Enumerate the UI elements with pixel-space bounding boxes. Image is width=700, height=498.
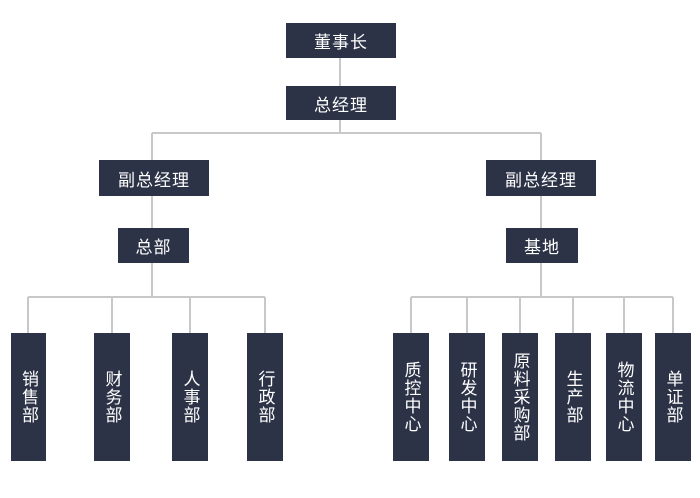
- node-headquarters-label: 总部: [135, 238, 172, 258]
- dept-base-1-label: 质控中心: [400, 361, 421, 433]
- dept-hq-4: 行政部: [247, 333, 283, 461]
- dept-base-1: 质控中心: [393, 333, 429, 461]
- dept-base-6: 单证部: [655, 333, 691, 461]
- node-deputy-right-label: 副总经理: [505, 170, 577, 191]
- dept-hq-2: 财务部: [94, 333, 130, 461]
- dept-base-3: 原料采购部: [502, 333, 538, 461]
- dept-base-5: 物流中心: [606, 333, 642, 461]
- node-deputy-left: 副总经理: [99, 160, 209, 196]
- node-general-manager: 总经理: [286, 86, 396, 120]
- dept-hq-2-label: 财务部: [101, 370, 122, 424]
- dept-base-5-label: 物流中心: [613, 361, 634, 433]
- dept-hq-1-label: 销售部: [18, 370, 38, 424]
- node-general-manager-label: 总经理: [314, 95, 368, 116]
- dept-hq-4-label: 行政部: [254, 370, 275, 424]
- dept-base-4-label: 生产部: [562, 370, 583, 424]
- dept-hq-1: 销售部: [11, 333, 46, 461]
- dept-base-2-label: 研发中心: [456, 361, 477, 433]
- node-chairman-label: 董事长: [314, 33, 368, 53]
- node-base: 基地: [506, 228, 578, 263]
- node-chairman: 董事长: [286, 23, 396, 58]
- node-deputy-left-label: 副总经理: [118, 170, 190, 191]
- dept-base-2: 研发中心: [449, 333, 485, 461]
- node-deputy-right: 副总经理: [486, 160, 596, 196]
- dept-base-4: 生产部: [555, 333, 591, 461]
- dept-base-6-label: 单证部: [662, 370, 683, 424]
- dept-hq-3: 人事部: [172, 333, 208, 461]
- dept-base-3-label: 原料采购部: [509, 352, 530, 442]
- dept-hq-3-label: 人事部: [179, 370, 200, 424]
- node-base-label: 基地: [524, 238, 560, 258]
- node-headquarters: 总部: [118, 228, 189, 263]
